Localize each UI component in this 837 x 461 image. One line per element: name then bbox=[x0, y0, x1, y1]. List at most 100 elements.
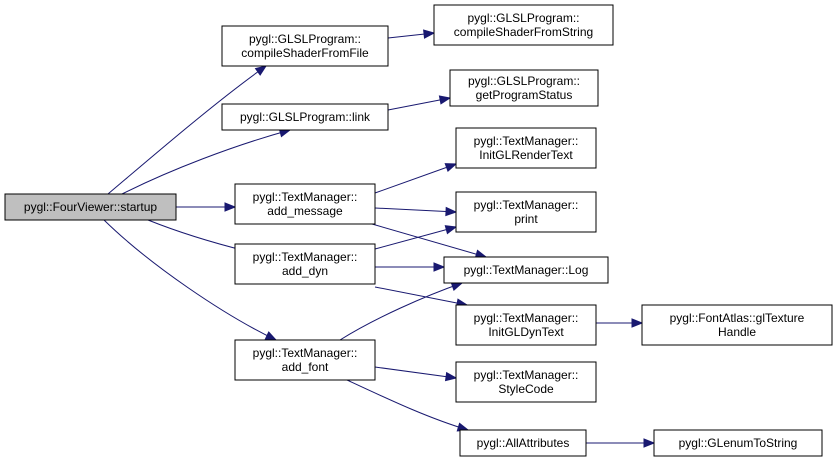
node-box[interactable] bbox=[455, 191, 597, 233]
edge-line bbox=[387, 97, 451, 111]
node-label: pygl::GLSLProgram::link bbox=[240, 110, 371, 124]
node-getProgramStatus[interactable]: pygl::GLSLProgram::getProgramStatus bbox=[449, 69, 599, 107]
arrowhead-icon bbox=[643, 438, 656, 448]
node-label: add_dyn bbox=[282, 264, 328, 278]
arrowhead-icon bbox=[423, 29, 436, 39]
node-label: pygl::TextManager::Log bbox=[464, 263, 589, 277]
node-compileShaderFromString[interactable]: pygl::GLSLProgram::compileShaderFromStri… bbox=[433, 4, 614, 46]
node-box[interactable] bbox=[221, 103, 389, 131]
edge-line bbox=[371, 223, 487, 258]
edge-add_font-to-Log bbox=[339, 282, 464, 341]
arrowhead-icon bbox=[433, 262, 446, 272]
node-add_message[interactable]: pygl::TextManager::add_message bbox=[234, 183, 376, 225]
node-label: pygl::GLSLProgram:: bbox=[468, 74, 580, 88]
nodes-layer: pygl::FourViewer::startup pygl::GLSLProgr… bbox=[4, 4, 833, 457]
edge-line bbox=[103, 219, 277, 341]
node-box[interactable] bbox=[234, 243, 376, 285]
node-label: pygl::TextManager:: bbox=[253, 346, 358, 360]
node-InitGLDynText[interactable]: pygl::TextManager::InitGLDynText bbox=[455, 304, 597, 346]
edge-add_font-to-AllAttributes bbox=[346, 379, 470, 432]
node-box bbox=[4, 193, 177, 221]
node-box[interactable] bbox=[449, 69, 599, 107]
arrowhead-icon bbox=[445, 206, 458, 217]
arrowhead-icon bbox=[450, 282, 464, 291]
node-label: InitGLDynText bbox=[488, 325, 564, 339]
edge-add_message-to-print bbox=[374, 206, 458, 217]
node-box[interactable] bbox=[653, 429, 823, 457]
edge-startup-to-add_dyn bbox=[147, 219, 248, 254]
node-box[interactable] bbox=[455, 127, 597, 169]
edge-compileShaderFromFile-to-compileShaderFromString bbox=[387, 29, 436, 39]
node-box[interactable] bbox=[641, 304, 833, 346]
arrowhead-icon bbox=[264, 331, 278, 341]
edge-add_message-to-InitGLRenderText bbox=[374, 163, 458, 194]
node-print[interactable]: pygl::TextManager::print bbox=[455, 191, 597, 233]
arrowhead-icon bbox=[224, 202, 237, 212]
node-box[interactable] bbox=[433, 4, 614, 46]
edge-line bbox=[374, 207, 457, 213]
edge-startup-to-add_font bbox=[103, 219, 278, 341]
edge-line bbox=[374, 163, 457, 194]
arrowhead-icon bbox=[631, 318, 644, 328]
node-Log[interactable]: pygl::TextManager::Log bbox=[443, 256, 609, 284]
node-box[interactable] bbox=[234, 183, 376, 225]
node-add_dyn[interactable]: pygl::TextManager::add_dyn bbox=[234, 243, 376, 285]
edge-startup-to-compileShaderFromFile bbox=[107, 65, 268, 195]
node-label: pygl::TextManager:: bbox=[474, 198, 579, 212]
node-label: pygl::FourViewer::startup bbox=[24, 200, 157, 214]
edge-InitGLDynText-to-glTextureHandle bbox=[596, 318, 644, 328]
arrowhead-icon bbox=[444, 163, 458, 173]
node-add_font[interactable]: pygl::TextManager::add_font bbox=[234, 339, 376, 381]
node-box[interactable] bbox=[455, 304, 597, 346]
node-label: pygl::TextManager:: bbox=[474, 311, 579, 325]
arrowhead-icon bbox=[254, 65, 268, 76]
edge-line bbox=[374, 366, 457, 379]
node-label: compileShaderFromFile bbox=[241, 46, 369, 60]
edge-add_font-to-StyleCode bbox=[374, 366, 458, 382]
node-label: Handle bbox=[718, 325, 756, 339]
node-label: pygl::TextManager:: bbox=[253, 250, 358, 264]
root-node: pygl::FourViewer::startup bbox=[4, 193, 177, 221]
node-box[interactable] bbox=[443, 256, 609, 284]
node-StyleCode[interactable]: pygl::TextManager::StyleCode bbox=[455, 361, 597, 403]
edge-line bbox=[147, 219, 247, 252]
edge-add_dyn-to-print bbox=[374, 225, 458, 250]
node-InitGLRenderText[interactable]: pygl::TextManager::InitGLRenderText bbox=[455, 127, 597, 169]
edge-line bbox=[374, 286, 468, 306]
node-box[interactable] bbox=[455, 361, 597, 403]
node-label: add_font bbox=[282, 360, 329, 374]
node-label: pygl::GLSLProgram:: bbox=[467, 11, 579, 25]
node-label: print bbox=[514, 212, 538, 226]
arrowhead-icon bbox=[444, 225, 458, 235]
arrowhead-icon bbox=[438, 95, 452, 105]
node-label: pygl::TextManager:: bbox=[253, 190, 358, 204]
node-label: InitGLRenderText bbox=[479, 148, 573, 162]
node-label: pygl::TextManager:: bbox=[474, 134, 579, 148]
edge-line bbox=[121, 129, 291, 195]
node-label: add_message bbox=[267, 204, 343, 218]
edge-add_dyn-to-Log bbox=[375, 262, 446, 272]
edge-line bbox=[339, 282, 463, 341]
node-label: pygl::GLSLProgram:: bbox=[249, 32, 361, 46]
edge-line bbox=[374, 226, 457, 250]
node-GLenumToString[interactable]: pygl::GLenumToString bbox=[653, 429, 823, 457]
node-box[interactable] bbox=[221, 25, 389, 67]
node-compileShaderFromFile[interactable]: pygl::GLSLProgram::compileShaderFromFile bbox=[221, 25, 389, 67]
edge-AllAttributes-to-GLenumToString bbox=[586, 438, 656, 448]
node-link[interactable]: pygl::GLSLProgram::link bbox=[221, 103, 389, 131]
node-AllAttributes[interactable]: pygl::AllAttributes bbox=[459, 429, 587, 457]
arrowhead-icon bbox=[444, 371, 458, 382]
node-box[interactable] bbox=[459, 429, 587, 457]
edge-line bbox=[107, 65, 267, 195]
edge-line bbox=[346, 379, 469, 431]
node-label: compileShaderFromString bbox=[454, 25, 593, 39]
edge-startup-to-add_message bbox=[176, 202, 237, 212]
node-label: pygl::FontAtlas::glTexture bbox=[670, 311, 805, 325]
node-label: pygl::GLenumToString bbox=[679, 436, 798, 450]
node-label: getProgramStatus bbox=[476, 88, 573, 102]
node-label: pygl::TextManager:: bbox=[474, 368, 579, 382]
node-box[interactable] bbox=[234, 339, 376, 381]
edge-add_dyn-to-InitGLDynText bbox=[374, 286, 469, 308]
